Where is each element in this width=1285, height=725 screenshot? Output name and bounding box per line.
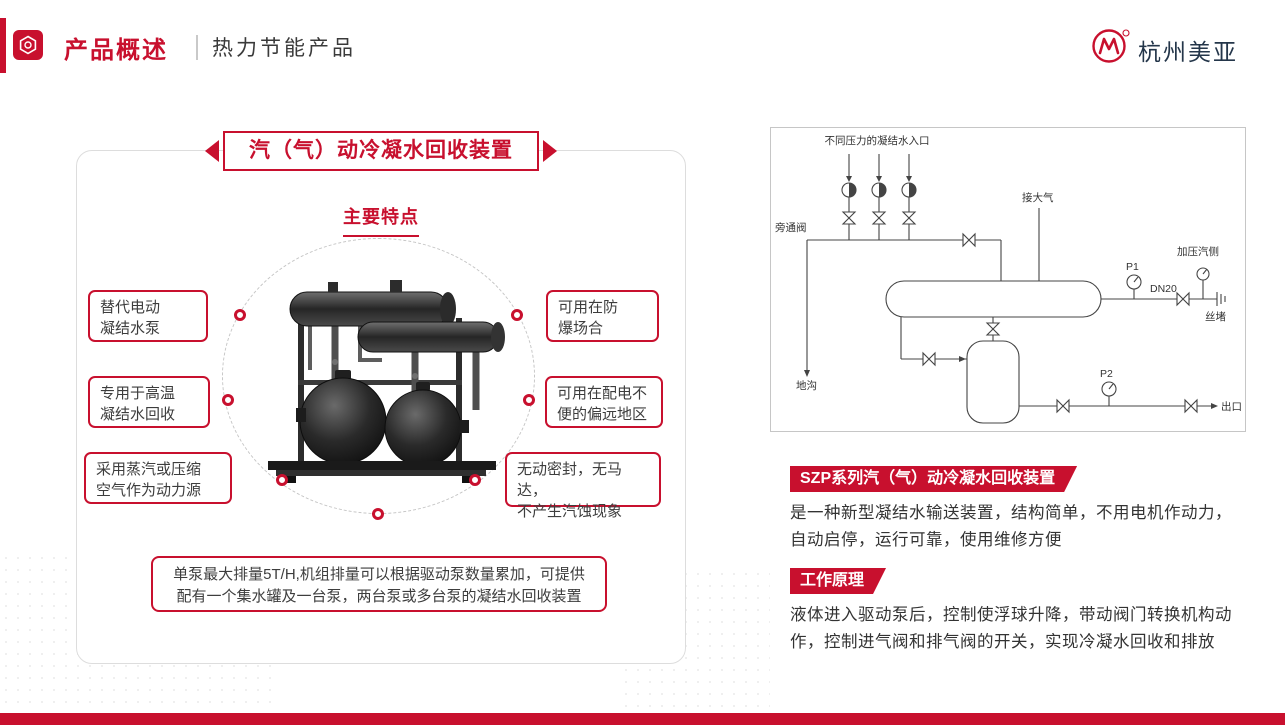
feature-box-explosion-proof: 可用在防 爆场合 (546, 290, 659, 342)
szp-series-banner: SZP系列汽（气）动冷凝水回收装置 (790, 466, 1077, 492)
valve-icon (922, 351, 930, 367)
valve-icon (962, 232, 970, 248)
diagram-lines (804, 154, 1226, 424)
description-line: 作，控制进气阀和排气阀的开关，实现冷凝水回收和排放 (790, 633, 1215, 651)
label-plug: 丝堵 (1205, 310, 1227, 323)
description-line: 是一种新型凝结水输送装置，结构简单，不用电机作动力， (790, 504, 1232, 522)
arrow-right-icon (959, 356, 966, 362)
ribbon-title-text: 汽（气）动冷凝水回收装置 (223, 131, 539, 171)
hexagon-icon (13, 30, 43, 60)
feature-line: 可用在配电不 (557, 385, 648, 402)
valve-icon (841, 211, 857, 219)
pump-vessel (966, 340, 1020, 424)
working-principle-description: 液体进入驱动泵后，控制使浮球升降，带动阀门转换机构动 作，控制进气阀和排气阀的开… (790, 602, 1265, 656)
product-image (268, 280, 505, 483)
label-outlet: 出口 (1221, 400, 1242, 413)
szp-series-description: 是一种新型凝结水输送装置，结构简单，不用电机作动力， 自动启停，运行可靠，使用维… (790, 500, 1265, 554)
label-p2: P2 (1100, 368, 1113, 380)
brand-name: 杭州美亚 (1138, 39, 1238, 65)
feature-line: 单泵最大排量5T/H,机组排量可以根据驱动泵数量累加，可提供 (173, 566, 585, 583)
features-section-title: 主要特点 (343, 203, 419, 237)
arrow-down-icon (906, 176, 912, 182)
pump-spheres (296, 359, 469, 467)
feature-line: 凝结水泵 (100, 320, 161, 337)
feature-line: 空气作为动力源 (96, 482, 202, 499)
collector-tanks (289, 280, 505, 353)
arrow-down-icon (876, 176, 882, 182)
connector-dot (469, 474, 481, 486)
description-line: 自动启停，运行可靠，使用维修方便 (790, 531, 1062, 549)
label-p1: P1 (1126, 261, 1139, 273)
label-atmosphere: 接大气 (1022, 191, 1054, 204)
ribbon-arrow-left-icon (205, 140, 219, 162)
ribbon-arrow-right-icon (543, 140, 557, 162)
arrow-down-icon (804, 370, 810, 377)
label-drain: 地沟 (796, 379, 817, 392)
feature-box-capacity-note: 单泵最大排量5T/H,机组排量可以根据驱动泵数量累加，可提供 配有一个集水罐及一… (151, 556, 607, 612)
label-bypass-valve: 旁通阀 (775, 221, 807, 234)
arrow-right-icon (1211, 403, 1218, 409)
page-title: 产品概述 (64, 37, 168, 64)
description-line: 液体进入驱动泵后，控制使浮球升降，带动阀门转换机构动 (790, 606, 1232, 624)
valve-icon (871, 211, 887, 219)
feature-line: 爆场合 (558, 320, 604, 337)
feature-line: 便的偏远地区 (557, 406, 648, 423)
title-divider (196, 35, 198, 60)
ribbon-title-banner: 汽（气）动冷凝水回收装置 (205, 131, 557, 171)
feature-box-remote-area: 可用在配电不 便的偏远地区 (545, 376, 663, 428)
feature-box-no-seal: 无动密封，无马达， 不产生汽蚀现象 (505, 452, 661, 520)
footer-bar (0, 713, 1285, 725)
left-accent-bar (0, 18, 6, 73)
feature-line: 采用蒸汽或压缩 (96, 461, 202, 478)
valve-icon (1176, 291, 1184, 307)
valve-icon (1056, 398, 1064, 414)
valve-icon (1184, 398, 1192, 414)
gauge-p2-icon (1101, 381, 1117, 397)
connector-dot (523, 394, 535, 406)
receiver-tank (885, 280, 1102, 318)
feature-line: 专用于高温 (100, 385, 176, 402)
valve-icon (985, 322, 1001, 330)
feature-box-high-temp: 专用于高温 凝结水回收 (88, 376, 210, 428)
feature-box-power-source: 采用蒸汽或压缩 空气作为动力源 (84, 452, 232, 504)
working-principle-banner: 工作原理 (790, 568, 886, 594)
working-principle-banner-text: 工作原理 (800, 572, 865, 589)
label-dn20: DN20 (1150, 283, 1177, 295)
feature-box-replace-pump: 替代电动 凝结水泵 (88, 290, 208, 342)
connector-dot (276, 474, 288, 486)
label-pressure-side: 加压汽侧 (1177, 245, 1219, 258)
arrow-down-icon (846, 176, 852, 182)
base-frame (268, 461, 496, 483)
support-frame (298, 318, 462, 468)
connector-dot (234, 309, 246, 321)
feature-line: 不产生汽蚀现象 (517, 503, 623, 520)
szp-series-banner-text: SZP系列汽（气）动冷凝水回收装置 (800, 470, 1056, 487)
valve-icon (901, 211, 917, 219)
gauge-p1-icon (1126, 274, 1142, 290)
page-subtitle: 热力节能产品 (212, 37, 356, 60)
feature-line: 无动密封，无马达， (517, 461, 623, 499)
feature-line: 配有一个集水罐及一台泵，两台泵或多台泵的凝结水回收装置 (176, 588, 582, 605)
label-inlet: 不同压力的凝结水入口 (825, 134, 930, 147)
connector-dot (511, 309, 523, 321)
diagram-labels: 不同压力的凝结水入口 旁通阀 地沟 接大气 P1 DN20 加压汽侧 丝堵 P2… (775, 134, 1242, 413)
feature-line: 替代电动 (100, 299, 161, 316)
connector-dot (372, 508, 384, 520)
feature-line: 可用在防 (558, 299, 619, 316)
connector-dot (222, 394, 234, 406)
brand-logo-icon (1090, 25, 1132, 67)
feature-line: 凝结水回收 (100, 406, 176, 423)
product-box-icon (13, 30, 43, 60)
schematic-diagram: 不同压力的凝结水入口 旁通阀 地沟 接大气 P1 DN20 加压汽侧 丝堵 P2… (770, 127, 1246, 432)
